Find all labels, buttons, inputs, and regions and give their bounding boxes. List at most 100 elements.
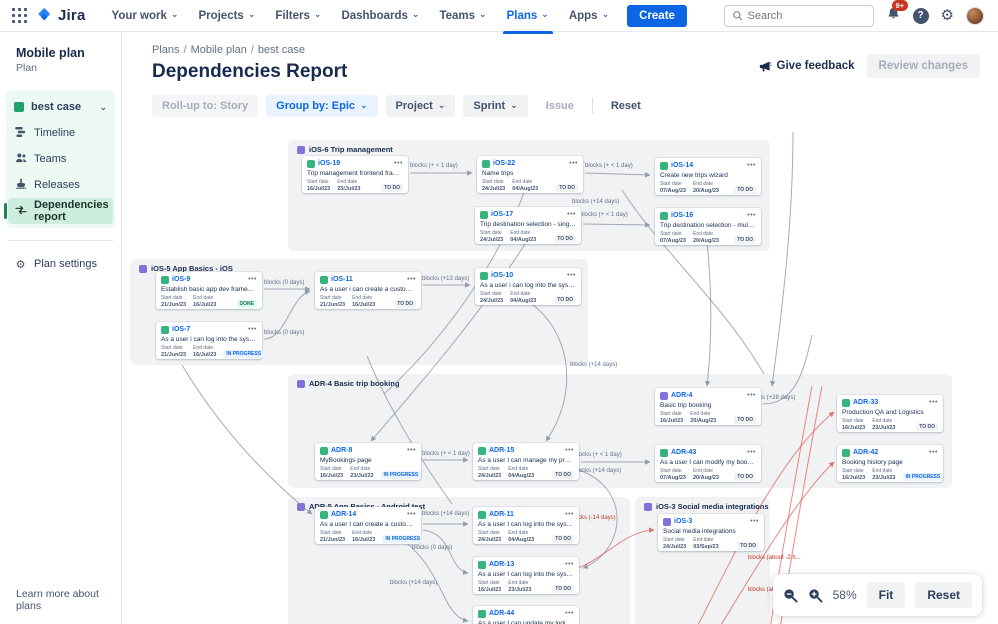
card-menu-button[interactable]: •••: [565, 609, 574, 617]
issue-key[interactable]: ADR-4: [671, 392, 693, 399]
issue-key[interactable]: ADR-13: [489, 561, 515, 568]
nav-item-projects[interactable]: Projects: [190, 4, 263, 28]
card-menu-button[interactable]: •••: [565, 560, 574, 568]
global-search[interactable]: [723, 4, 874, 27]
sidebar-item-dependencies-report[interactable]: Dependencies report: [4, 198, 113, 224]
card-menu-button[interactable]: •••: [750, 517, 759, 525]
issue-card[interactable]: iOS-16•••Trip destination selection - mu…: [655, 208, 761, 245]
card-menu-button[interactable]: •••: [747, 161, 756, 169]
app-switcher-icon[interactable]: [10, 6, 30, 26]
issue-key[interactable]: ADR-8: [331, 447, 353, 454]
card-menu-button[interactable]: •••: [929, 448, 938, 456]
card-menu-button[interactable]: •••: [248, 325, 257, 333]
breadcrumb-mobile-plan[interactable]: Mobile plan: [190, 44, 247, 56]
issue-key[interactable]: ADR-11: [489, 511, 514, 518]
sprint-dropdown[interactable]: Sprint⌄: [463, 95, 528, 117]
card-menu-button[interactable]: •••: [747, 391, 756, 399]
sidebar-item-teams[interactable]: Teams: [6, 146, 115, 172]
card-menu-button[interactable]: •••: [565, 510, 574, 518]
rollup-control[interactable]: Roll-up to: Story: [152, 95, 259, 117]
issue-card[interactable]: ADR-11•••As a user I can log into the sy…: [473, 507, 579, 544]
card-menu-button[interactable]: •••: [565, 446, 574, 454]
issue-card[interactable]: iOS-7•••As a user i can log into the sys…: [156, 322, 265, 359]
fit-button[interactable]: Fit: [866, 582, 906, 608]
scenario-selector[interactable]: best case ⌄: [6, 94, 115, 120]
issue-card[interactable]: iOS-19•••Trip management frontend framew…: [302, 156, 408, 193]
zoom-reset-button[interactable]: Reset: [915, 582, 972, 608]
review-changes-button[interactable]: Review changes: [866, 54, 980, 78]
card-menu-button[interactable]: •••: [569, 159, 578, 167]
search-input[interactable]: [747, 9, 858, 22]
issue-key[interactable]: iOS-17: [491, 211, 514, 218]
zoom-out-button[interactable]: [783, 588, 798, 603]
help-button[interactable]: ?: [912, 7, 929, 24]
issue-card[interactable]: iOS-9•••Establish basic app dev framewor…: [156, 272, 262, 309]
card-menu-button[interactable]: •••: [407, 275, 416, 283]
sidebar-item-timeline[interactable]: Timeline: [6, 120, 115, 146]
card-menu-button[interactable]: •••: [747, 211, 756, 219]
breadcrumb-plans[interactable]: Plans: [152, 44, 180, 56]
issue-key[interactable]: iOS-3: [674, 518, 693, 525]
issue-key[interactable]: ADR-42: [853, 449, 879, 456]
issue-key[interactable]: iOS-11: [331, 276, 353, 283]
sidebar-item-plan-settings[interactable]: ⚙ Plan settings: [0, 251, 121, 277]
issue-card[interactable]: iOS-10•••As a user i can log into the sy…: [475, 268, 581, 305]
issue-key[interactable]: iOS-19: [318, 160, 341, 167]
issue-key[interactable]: iOS-10: [491, 272, 514, 279]
card-menu-button[interactable]: •••: [567, 271, 576, 279]
nav-item-plans[interactable]: Plans: [499, 4, 557, 34]
card-menu-button[interactable]: •••: [407, 446, 416, 454]
nav-item-your-work[interactable]: Your work: [104, 4, 187, 28]
issue-key[interactable]: ADR-15: [489, 447, 515, 454]
create-button[interactable]: Create: [627, 4, 687, 27]
issue-key[interactable]: iOS-14: [671, 162, 694, 169]
issue-card[interactable]: iOS-17•••Trip destination selection - si…: [475, 207, 581, 244]
issue-key[interactable]: ADR-43: [671, 449, 697, 456]
zoom-in-button[interactable]: [808, 588, 823, 603]
sidebar-item-releases[interactable]: Releases: [6, 172, 115, 198]
issue-card[interactable]: ADR-44•••As a user I can update my login…: [473, 606, 579, 624]
breadcrumb-best-case[interactable]: best case: [257, 44, 306, 56]
issue-key[interactable]: iOS-16: [671, 212, 694, 219]
settings-gear-icon[interactable]: ⚙: [940, 7, 954, 24]
issue-card[interactable]: ADR-13•••As a user I can log into the sy…: [473, 557, 579, 594]
issue-key[interactable]: ADR-44: [489, 610, 515, 617]
issue-key[interactable]: iOS-9: [172, 276, 191, 283]
nav-item-dashboards[interactable]: Dashboards: [333, 4, 427, 28]
issue-key[interactable]: ADR-14: [331, 511, 357, 518]
dependency-edge[interactable]: [769, 132, 794, 387]
card-menu-button[interactable]: •••: [407, 510, 416, 518]
jira-logo[interactable]: Jira: [36, 7, 86, 24]
learn-more-link[interactable]: Learn more about plans: [16, 588, 99, 612]
issue-card[interactable]: ADR-14•••As a user I can create a custom…: [315, 507, 424, 544]
notifications-button[interactable]: 9+: [886, 0, 909, 26]
user-avatar[interactable]: [966, 6, 984, 25]
nav-item-teams[interactable]: Teams: [431, 4, 494, 28]
card-menu-button[interactable]: •••: [929, 398, 938, 406]
filters-reset-button[interactable]: Reset: [610, 100, 641, 112]
issue-card[interactable]: ADR-15•••As a user I can manage my profi…: [473, 443, 579, 480]
group-by-dropdown[interactable]: Group by: Epic⌄: [266, 95, 378, 117]
issue-key[interactable]: iOS-22: [493, 160, 516, 167]
give-feedback-button[interactable]: Give feedback: [759, 60, 855, 73]
card-menu-button[interactable]: •••: [567, 210, 576, 218]
issue-key[interactable]: iOS-7: [172, 326, 191, 333]
dependency-edge[interactable]: [704, 241, 712, 387]
card-menu-button[interactable]: •••: [747, 448, 756, 456]
nav-item-apps[interactable]: Apps: [561, 4, 617, 28]
issue-key[interactable]: ADR-33: [853, 399, 879, 406]
project-dropdown[interactable]: Project⌄: [385, 95, 456, 117]
nav-item-filters[interactable]: Filters: [267, 4, 329, 28]
issue-card[interactable]: ADR-43•••As a user I can modify my booki…: [655, 445, 761, 482]
card-menu-button[interactable]: •••: [248, 275, 257, 283]
card-menu-button[interactable]: •••: [394, 159, 403, 167]
issue-card[interactable]: iOS-11•••As a user i can create a custom…: [315, 272, 421, 309]
